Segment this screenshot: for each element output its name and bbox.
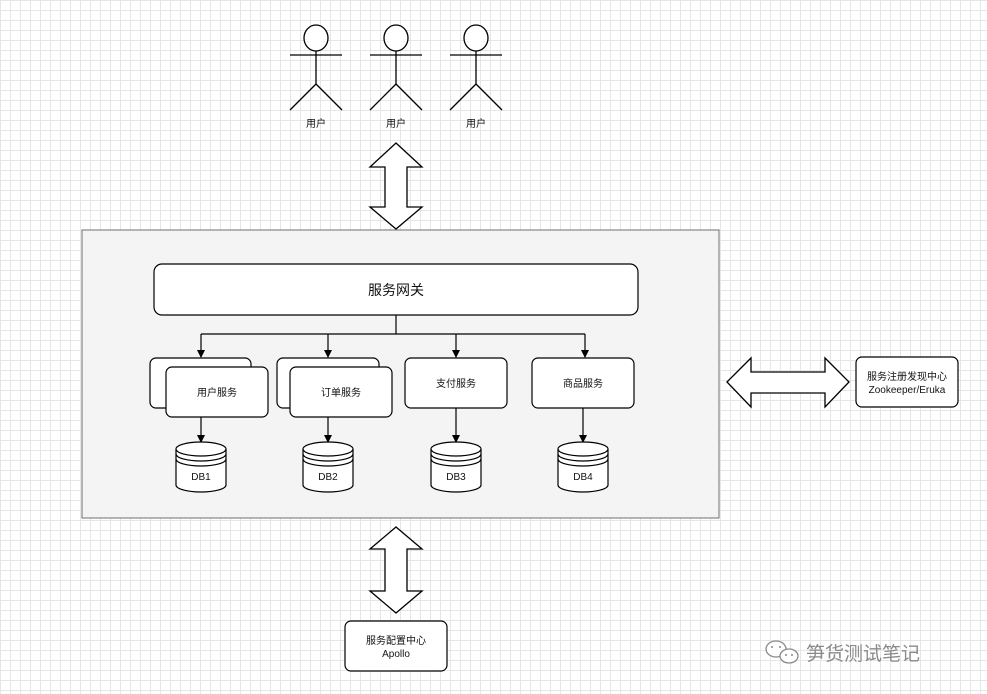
config-box: 服务配置中心 Apollo — [344, 620, 448, 672]
gateway-label: 服务网关 — [368, 282, 424, 298]
service-label: 订单服务 — [321, 386, 361, 399]
database-icon — [557, 441, 609, 493]
stick-figure-icon — [449, 24, 503, 111]
user-label: 用户 — [466, 117, 486, 130]
service-payment: 支付服务 — [404, 357, 508, 409]
service-label: 商品服务 — [563, 377, 603, 390]
user-actor-2: 用户 — [369, 24, 423, 130]
database-icon — [302, 441, 354, 493]
database-db2: DB2 — [302, 441, 354, 493]
database-icon — [430, 441, 482, 493]
double-arrow-users-gateway — [368, 142, 424, 230]
double-arrow-registry — [726, 356, 850, 409]
gateway-connectors — [197, 315, 589, 358]
wechat-icon — [765, 640, 799, 664]
stick-figure-icon — [369, 24, 423, 111]
database-db3: DB3 — [430, 441, 482, 493]
registry-label-line2: Zookeeper/Eruka — [869, 385, 946, 396]
db-label: DB3 — [446, 472, 466, 483]
double-arrow-config — [368, 526, 424, 614]
stick-figure-icon — [289, 24, 343, 111]
registry-label-line1: 服务注册发现中心 — [867, 370, 947, 383]
service-product: 商品服务 — [531, 357, 635, 409]
user-label: 用户 — [386, 117, 406, 130]
service-user: 用户服务 — [149, 357, 269, 418]
watermark-text: 笋货测试笔记 — [806, 643, 920, 665]
service-label: 用户服务 — [197, 386, 237, 399]
database-db1: DB1 — [175, 441, 227, 493]
config-label-line1: 服务配置中心 — [366, 634, 426, 647]
db-label: DB1 — [191, 472, 211, 483]
user-label: 用户 — [306, 117, 326, 130]
database-icon — [175, 441, 227, 493]
watermark: 笋货测试笔记 — [765, 640, 920, 665]
config-label-line2: Apollo — [382, 649, 410, 660]
db-label: DB2 — [318, 472, 338, 483]
db-label: DB4 — [573, 472, 593, 483]
gateway-box: 服务网关 — [153, 263, 639, 316]
user-actor-1: 用户 — [289, 24, 343, 130]
registry-box: 服务注册发现中心 Zookeeper/Eruka — [855, 356, 959, 408]
user-actor-3: 用户 — [449, 24, 503, 130]
service-label: 支付服务 — [436, 377, 476, 390]
service-order: 订单服务 — [276, 357, 393, 418]
database-db4: DB4 — [557, 441, 609, 493]
